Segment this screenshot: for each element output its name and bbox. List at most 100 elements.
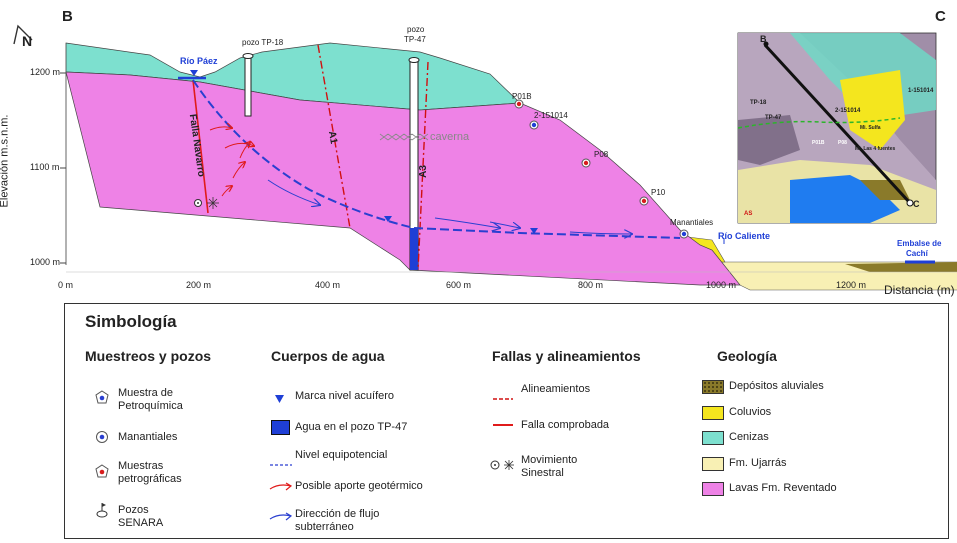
legend-title: Simbología bbox=[85, 312, 177, 331]
geologia-item: Cenizas bbox=[729, 431, 769, 443]
x-tick: 200 m bbox=[186, 280, 212, 290]
flow-arrow bbox=[434, 217, 500, 228]
agua-item: Agua en el pozo TP-47 bbox=[295, 421, 408, 433]
coluvios-swatch bbox=[702, 406, 724, 420]
aquifer-mark bbox=[530, 228, 538, 234]
x-tick: 0 m bbox=[58, 280, 74, 290]
geologia-item: Fm. Ujarrás bbox=[729, 457, 787, 469]
inset-label: TP-18 bbox=[750, 100, 767, 106]
inset-corner-b: B bbox=[760, 34, 767, 44]
p01b-label: P01B bbox=[512, 92, 532, 101]
manantiales-legend-label: Manantiales bbox=[118, 431, 178, 443]
petroquimica-label-2: Petroquímica bbox=[118, 400, 183, 412]
manantiales-icon bbox=[95, 430, 109, 449]
inset-label: P01B bbox=[812, 140, 825, 146]
cenizas-swatch bbox=[702, 431, 724, 445]
section-end-label: C bbox=[935, 8, 946, 25]
x-axis-title: Distancia (m) bbox=[884, 283, 955, 297]
y-tick: 1000 m bbox=[30, 257, 61, 267]
equipotential-icon bbox=[270, 454, 292, 472]
inset-label: Mi. Sulfa bbox=[860, 125, 881, 131]
aquifer-mark bbox=[384, 216, 392, 222]
rio-paez-label: Río Páez bbox=[180, 56, 218, 66]
x-tick: 1000 m bbox=[706, 280, 737, 290]
geologia-item: Coluvios bbox=[729, 406, 772, 418]
x-tick: 400 m bbox=[315, 280, 341, 290]
geothermal-arrow-icon bbox=[269, 480, 293, 498]
petrograficas-label: Muestras bbox=[118, 460, 164, 472]
caverna-label: caverna bbox=[430, 131, 470, 143]
geothermal-arrow bbox=[232, 162, 245, 179]
legend-heading-fallas: Fallas y alineamientos bbox=[492, 348, 641, 364]
y-axis-title: Elevación m.s.n.m. bbox=[0, 114, 11, 208]
fallas-item: Falla comprobada bbox=[521, 419, 610, 431]
geothermal-arrow bbox=[221, 186, 232, 197]
legend-heading-muestreos: Muestreos y pozos bbox=[85, 348, 212, 364]
a1-line bbox=[317, 44, 351, 229]
agua-item: Marca nivel acuífero bbox=[295, 390, 395, 402]
mov-label: Movimiento bbox=[521, 454, 578, 466]
pozo-tp47-label: pozo bbox=[407, 25, 425, 34]
inset-label: AS bbox=[744, 211, 753, 217]
petrograficas-icon bbox=[95, 464, 109, 483]
a3-line bbox=[417, 61, 429, 271]
x-tick: 1200 m bbox=[836, 280, 867, 290]
petroquimica-label: Muestra de bbox=[118, 387, 174, 399]
x-tick: 600 m bbox=[446, 280, 472, 290]
y-tick: 1200 m bbox=[30, 67, 61, 77]
a3-label: A3 bbox=[417, 165, 429, 178]
p08-label: P08 bbox=[594, 150, 609, 159]
north-letter: N bbox=[22, 33, 33, 49]
flow-label-2: subterráneo bbox=[295, 521, 354, 533]
alineamiento-icon bbox=[493, 388, 513, 406]
legend-heading-geologia: Geología bbox=[717, 348, 777, 364]
geothermal-arrow bbox=[209, 127, 232, 131]
inset-label: TP-47 bbox=[765, 115, 782, 121]
pozo-tp18-label: pozo TP-18 bbox=[242, 38, 284, 47]
geologia-item: Depósitos aluviales bbox=[729, 380, 824, 392]
agua-item: Nivel equipotencial bbox=[295, 449, 388, 461]
tp18-well bbox=[244, 57, 252, 117]
pozos-label: Pozos bbox=[118, 504, 149, 516]
tp47-water bbox=[410, 228, 418, 270]
p10-label: P10 bbox=[651, 188, 666, 197]
inset-label: P08 bbox=[838, 140, 847, 146]
flow-label: Dirección de flujo bbox=[295, 508, 380, 520]
x-tick: 800 m bbox=[578, 280, 604, 290]
pozos-label-2: SENARA bbox=[118, 517, 164, 529]
aluviales-swatch bbox=[702, 380, 724, 394]
legend-box: Simbología Muestreos y pozos Muestra de … bbox=[64, 303, 949, 539]
water-well-swatch bbox=[271, 420, 290, 435]
agua-item: Posible aporte geotérmico bbox=[295, 480, 423, 492]
cross-section bbox=[60, 32, 957, 291]
caverna-hatch bbox=[379, 133, 429, 141]
north-arrow-icon bbox=[10, 22, 36, 53]
embalse-label-2: Cachí bbox=[906, 249, 928, 258]
pozo-tp47-label-2: TP-47 bbox=[404, 35, 426, 44]
aquifer-mark-icon bbox=[275, 391, 285, 409]
falla-navarro-line bbox=[192, 79, 209, 214]
rio-caliente-label: Río Caliente bbox=[718, 231, 771, 241]
falla-comprobada-icon bbox=[493, 424, 513, 426]
a1-label: A1 bbox=[325, 130, 339, 145]
manantiales-label: Manantiales bbox=[670, 218, 714, 227]
inset-label: 1-151014 bbox=[908, 88, 934, 94]
s2151014-label: 2-151014 bbox=[534, 111, 568, 120]
petrograficas-label-2: petrográficas bbox=[118, 473, 182, 485]
pozos-senara-icon bbox=[94, 501, 110, 524]
flow-arrow bbox=[569, 232, 632, 234]
inset-map bbox=[737, 32, 937, 224]
inset-label: Mi. Las 4 fuentes bbox=[855, 146, 896, 152]
fallas-item: Alineamientos bbox=[521, 383, 591, 395]
ujarras-swatch bbox=[702, 457, 724, 471]
embalse-label: Embalse de bbox=[897, 239, 942, 248]
rio-paez-mark bbox=[190, 70, 198, 76]
sinestral-icon bbox=[489, 458, 517, 477]
flow-arrow bbox=[267, 179, 320, 205]
section-start-label: B bbox=[62, 8, 73, 25]
equipotential-line bbox=[192, 79, 681, 239]
flow-arrow bbox=[489, 221, 520, 228]
lavas-swatch bbox=[702, 482, 724, 496]
petroquimica-icon bbox=[95, 390, 109, 409]
inset-label: 2-151014 bbox=[835, 108, 861, 114]
